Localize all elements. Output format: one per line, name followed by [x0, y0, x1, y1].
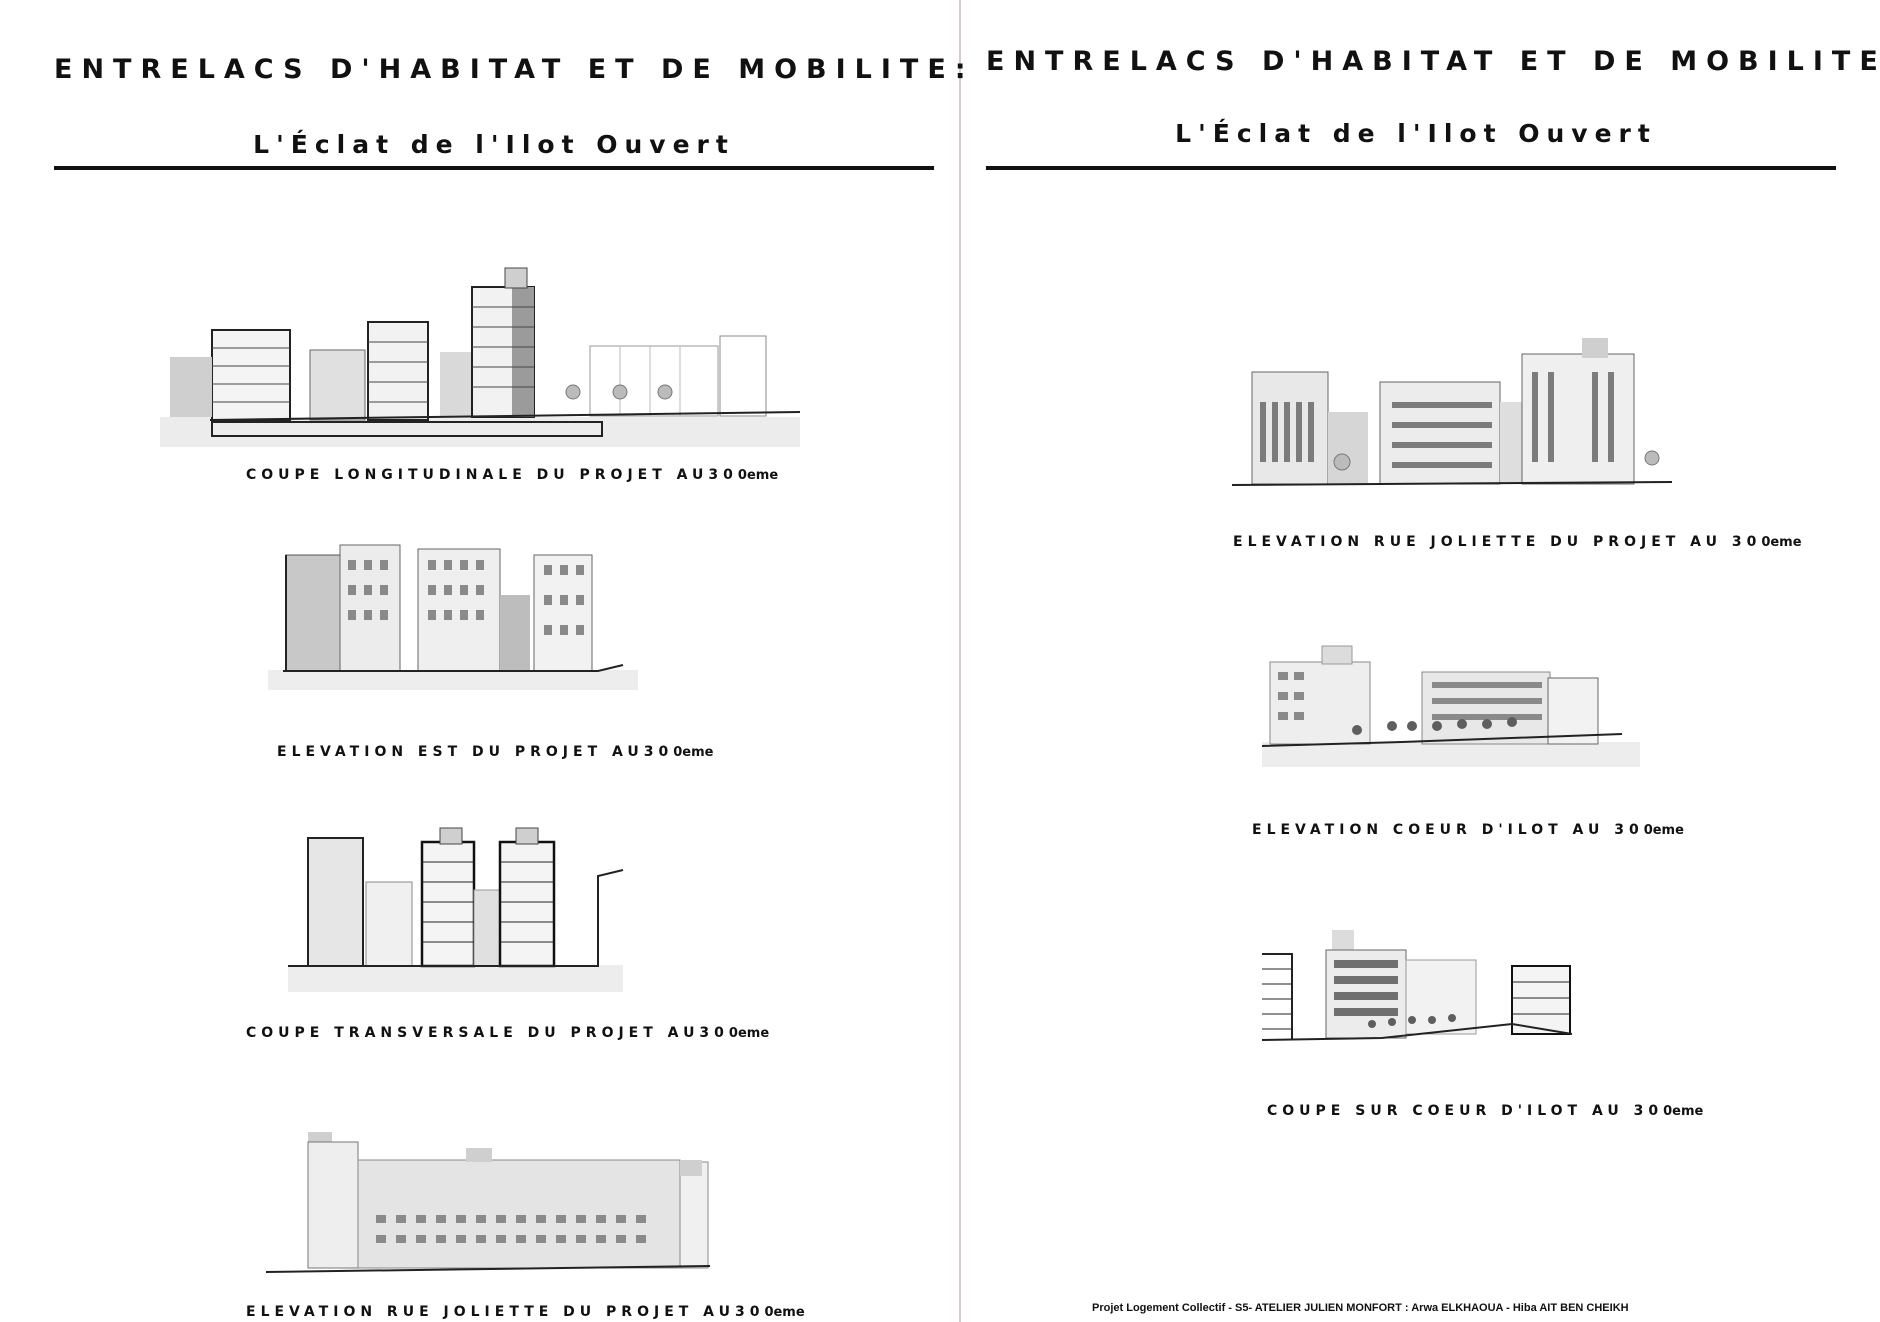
- right-title: ENTRELACS D'HABITAT ET DE MOBILITE:: [986, 46, 1880, 77]
- coupe-transversale-drawing: [288, 827, 624, 992]
- caption-coupe-longitudinale: COUPE LONGITUDINALE DU PROJET AU300eme: [246, 467, 779, 483]
- left-title-rule: [54, 166, 934, 170]
- caption-coupe-transversale: COUPE TRANSVERSALE DU PROJET AU300eme: [246, 1025, 770, 1041]
- page-divider: [959, 0, 961, 1322]
- right-title-rule: [986, 166, 1836, 170]
- elevation-est-drawing: [268, 544, 638, 690]
- coupe-coeur-ilot-drawing: [1262, 930, 1573, 1041]
- left-subtitle: L'Éclat de l'Ilot Ouvert: [253, 130, 735, 159]
- right-subtitle: L'Éclat de l'Ilot Ouvert: [1175, 119, 1657, 148]
- caption-elevation-est: ELEVATION EST DU PROJET AU300eme: [277, 744, 714, 760]
- caption-elevation-rue-joliette-right: ELEVATION RUE JOLIETTE DU PROJET AU 300e…: [1233, 534, 1802, 550]
- caption-elevation-rue-joliette-left: ELEVATION RUE JOLIETTE DU PROJET AU300em…: [246, 1304, 805, 1320]
- left-title: ENTRELACS D'HABITAT ET DE MOBILITE:: [54, 54, 975, 85]
- caption-elevation-coeur-ilot: ELEVATION COEUR D'ILOT AU 300eme: [1252, 822, 1684, 838]
- caption-coupe-coeur-ilot: COUPE SUR COEUR D'ILOT AU 300eme: [1267, 1103, 1704, 1119]
- elevation-rue-joliette-left-drawing: [266, 1132, 711, 1273]
- footer-credits: Projet Logement Collectif - S5- ATELIER …: [1092, 1302, 1629, 1314]
- elevation-coeur-ilot-drawing: [1262, 645, 1640, 767]
- elevation-rue-joliette-right-drawing: [1232, 338, 1673, 486]
- coupe-longitudinale-drawing: [160, 267, 800, 447]
